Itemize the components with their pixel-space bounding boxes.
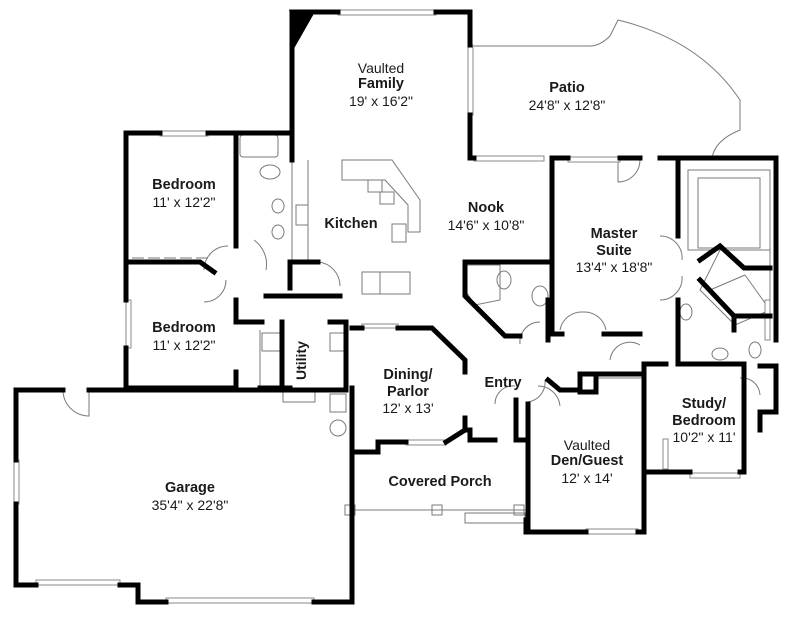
study-name-line1: Study/	[681, 396, 727, 412]
room-kitchen: Kitchen	[324, 216, 377, 233]
dining-name-line1: Dining/	[383, 367, 433, 383]
porch-name: Covered Porch	[388, 474, 492, 490]
bedroom-1-dimensions: 11' x 12'2"	[152, 193, 216, 210]
master-dimensions: 13'4" x 18'8"	[575, 259, 653, 276]
room-garage: Garage 35'4" x 22'8"	[152, 480, 229, 513]
entry-name: Entry	[484, 375, 522, 391]
room-study-bedroom: Study/ Bedroom 10'2" x 11'	[672, 396, 736, 445]
den-name: Den/Guest	[550, 453, 624, 470]
patio-dimensions: 24'8" x 12'8"	[528, 96, 606, 113]
room-nook: Nook 14'6" x 10'8"	[448, 200, 525, 233]
room-covered-porch: Covered Porch	[388, 474, 491, 491]
room-utility: Utility	[293, 341, 309, 380]
room-family: Vaulted Family 19' x 16'2"	[349, 60, 413, 109]
bedroom-1-name: Bedroom	[152, 177, 216, 193]
walls	[13, 9, 779, 605]
kitchen-name: Kitchen	[324, 216, 378, 232]
den-prefix: Vaulted	[563, 437, 611, 453]
dining-dimensions: 12' x 13'	[382, 400, 434, 417]
garage-dimensions: 35'4" x 22'8"	[151, 496, 229, 513]
family-prefix: Vaulted	[357, 60, 405, 76]
dining-name-line2: Parlor	[387, 383, 429, 400]
room-entry: Entry	[484, 375, 521, 392]
nook-name: Nook	[467, 200, 505, 216]
thin-lines	[62, 19, 771, 524]
nook-dimensions: 14'6" x 10'8"	[447, 216, 525, 233]
den-dimensions: 12' x 14'	[561, 469, 613, 486]
room-bedroom-2: Bedroom 11' x 12'2"	[152, 320, 216, 353]
room-dining-parlor: Dining/ Parlor 12' x 13'	[382, 367, 433, 416]
bedroom-2-dimensions: 11' x 12'2"	[152, 336, 216, 353]
garage-name: Garage	[165, 480, 215, 496]
master-name-line2: Suite	[596, 242, 632, 259]
patio-name: Patio	[549, 80, 585, 96]
study-name-line2: Bedroom	[672, 412, 736, 429]
room-den-guest: Vaulted Den/Guest 12' x 14'	[551, 437, 624, 486]
room-master-suite: Master Suite 13'4" x 18'8"	[576, 226, 653, 275]
family-name: Family	[358, 76, 404, 93]
room-bedroom-1: Bedroom 11' x 12'2"	[152, 177, 216, 210]
bedroom-2-name: Bedroom	[152, 320, 216, 336]
study-dimensions: 10'2" x 11'	[672, 429, 736, 446]
master-name-line1: Master	[590, 226, 638, 242]
room-patio: Patio 24'8" x 12'8"	[529, 80, 606, 113]
family-dimensions: 19' x 16'2"	[348, 92, 414, 109]
